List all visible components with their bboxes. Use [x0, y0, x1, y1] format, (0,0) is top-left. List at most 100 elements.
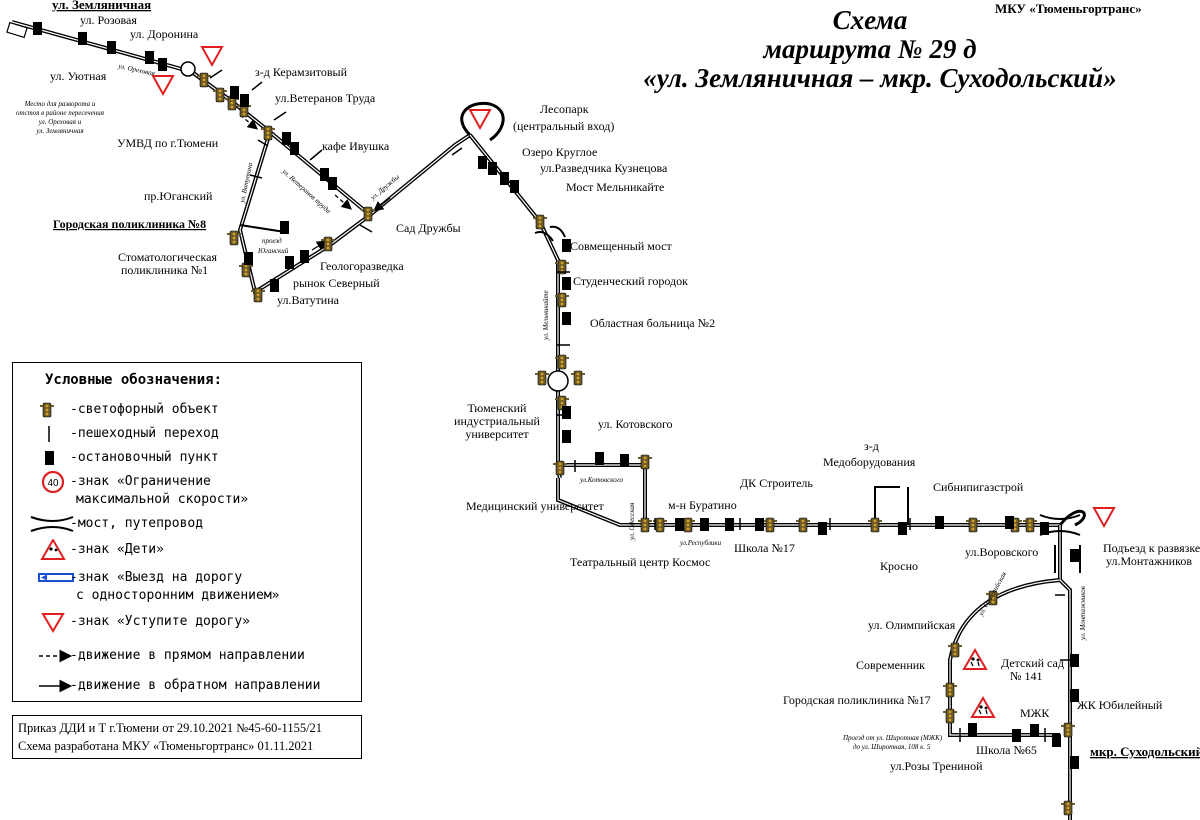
legend-box: Условные обозначения: -светофорный объек… — [12, 362, 362, 702]
traffic-light-icon — [533, 214, 547, 230]
traffic-light-icon — [261, 125, 275, 141]
children-sign-icon — [962, 648, 988, 670]
traffic-light-icon — [638, 517, 652, 533]
label-stops-tiu1: Тюменский — [468, 401, 527, 415]
label-stops-vatutina: ул.Ватутина — [277, 293, 340, 307]
svg-text:40: 40 — [47, 478, 59, 489]
forward-direction-icon — [39, 649, 73, 663]
label-stops-sovmest: Совмещенный мост — [570, 239, 672, 253]
bus-stop-icon — [500, 172, 509, 185]
label-streets-proezd2: Юганский — [257, 247, 289, 255]
terminal-start-label: ул. Земляничная — [52, 0, 151, 12]
crosswalk-icon — [249, 174, 263, 179]
label-streets-druzhby: ул. Дружбы — [368, 173, 401, 202]
bus-stop-icon — [478, 156, 487, 169]
uturn-note-line4: ул. Земляничная — [35, 127, 83, 135]
label-stops-kotov: ул. Котовского — [598, 417, 673, 431]
label-stops-sibnip: Сибнипигазстрой — [933, 480, 1024, 494]
traffic-light-icon — [197, 72, 211, 88]
bus-stop-icon — [898, 522, 907, 535]
label-streets-proezd_shir1: Проезд от ул. Широтная (МЖК) — [842, 734, 943, 742]
traffic-light-icon — [321, 236, 335, 252]
label-stops-kosmos: Театральный центр Космос — [570, 555, 710, 569]
label-stops-ozero: Озеро Круглое — [522, 145, 597, 159]
crosswalk-icon — [309, 149, 323, 161]
bus-stop-icon — [562, 312, 571, 325]
traffic-light-icon — [948, 642, 962, 658]
legend-item: -пешеходный переход — [13, 425, 361, 447]
label-stops-mzhk: МЖК — [1020, 706, 1050, 720]
traffic-light-icon — [553, 460, 567, 476]
bus-stop-icon — [45, 451, 54, 465]
traffic-light-icon — [535, 370, 549, 386]
bus-stop-icon — [562, 239, 571, 252]
legend-item: -светофорный объект — [13, 401, 361, 423]
bus-stop-icon — [1005, 516, 1014, 529]
label-stops-poly8: Городская поликлиника №8 — [53, 217, 206, 231]
legend-item: -остановочный пункт — [13, 449, 361, 471]
traffic-light-icon — [796, 517, 810, 533]
crosswalk-icon — [257, 139, 269, 147]
label-stops-detsad2: № 141 — [1010, 669, 1042, 683]
traffic-light-icon — [763, 517, 777, 533]
label-streets-respubliki: ул.Республики — [679, 539, 722, 547]
bus-stop-icon — [1070, 689, 1079, 702]
label-streets-orekhovaya: ул. Ореховая — [117, 62, 156, 78]
crosswalk-icon — [359, 224, 373, 233]
bus-stop-icon — [145, 51, 154, 64]
label-stops-rynok: рынок Северный — [293, 276, 380, 290]
label-stops-medob1: з-д — [864, 439, 879, 453]
traffic-light-icon — [1061, 800, 1075, 816]
terminal-box-start — [6, 21, 28, 39]
route-segment-yugansky-proezd — [239, 224, 286, 233]
speed-limit-icon: 40 — [41, 471, 65, 493]
legend-title: Условные обозначения: — [45, 372, 223, 388]
bus-stop-icon — [1070, 549, 1079, 562]
label-streets-melnikaite: ул. Мельникайте — [542, 290, 550, 341]
bus-stop-icon — [968, 723, 977, 736]
bus-stop-icon — [488, 162, 497, 175]
label-stops-yugansky: пр.Юганский — [144, 189, 213, 203]
traffic-light-icon — [638, 454, 652, 470]
footer-developer: Схема разработана МКУ «Тюменьгортранс» 0… — [18, 739, 314, 753]
label-stops-school65: Школа №65 — [976, 743, 1037, 757]
label-streets-odesskaya: ул. Одесская — [628, 503, 636, 541]
label-stops-tiu3: университет — [465, 427, 529, 441]
legend-label: -знак «Уступите дорогу» — [70, 614, 251, 629]
bus-stop-icon — [1040, 522, 1049, 535]
bridge-icon — [30, 516, 74, 532]
label-stops-rozy: ул.Розы Трениной — [890, 759, 983, 773]
route-segment-montazhnikov — [1058, 525, 1072, 820]
label-streets-kotov: ул.Котовского — [579, 476, 623, 484]
legend-label: -мост, путепровод — [70, 516, 204, 531]
title-line3: «ул. Земляничная – мкр. Суходольский» — [643, 63, 1117, 93]
bus-stop-icon — [1070, 756, 1079, 769]
label-stops-podezd1: Подъезд к развязке — [1103, 541, 1200, 555]
uturn-note-line2: отстоя в районе пересечения — [16, 109, 104, 117]
label-stops-stomat2: поликлиника №1 — [121, 263, 208, 277]
children-sign-icon — [40, 539, 66, 560]
bus-stop-icon — [818, 522, 827, 535]
label-stops-kuznetsova: ул.Разведчика Кузнецова — [540, 161, 668, 175]
bus-stop-icon — [1030, 724, 1039, 737]
crosswalk-icon — [48, 426, 50, 442]
bus-stop-icon — [78, 32, 87, 45]
traffic-light-icon — [213, 87, 227, 103]
label-stops-sovrem: Современник — [856, 658, 925, 672]
route-segment-medob-spur — [874, 486, 900, 525]
footer-box: Приказ ДДИ и Т г.Тюмени от 29.10.2021 №4… — [12, 715, 362, 759]
yield-sign-icon — [200, 46, 224, 68]
bus-stop-icon — [725, 518, 734, 531]
legend-item: -знак «Уступите дорогу» — [13, 613, 361, 635]
legend-label: -остановочный пункт — [70, 450, 219, 465]
bus-stop-icon — [240, 94, 249, 107]
bus-stop-icon — [675, 518, 684, 531]
bus-stop-icon — [1012, 729, 1021, 742]
bus-stop-icon — [107, 41, 116, 54]
yield-sign-icon — [151, 75, 175, 97]
bus-stop-icon — [562, 277, 571, 290]
